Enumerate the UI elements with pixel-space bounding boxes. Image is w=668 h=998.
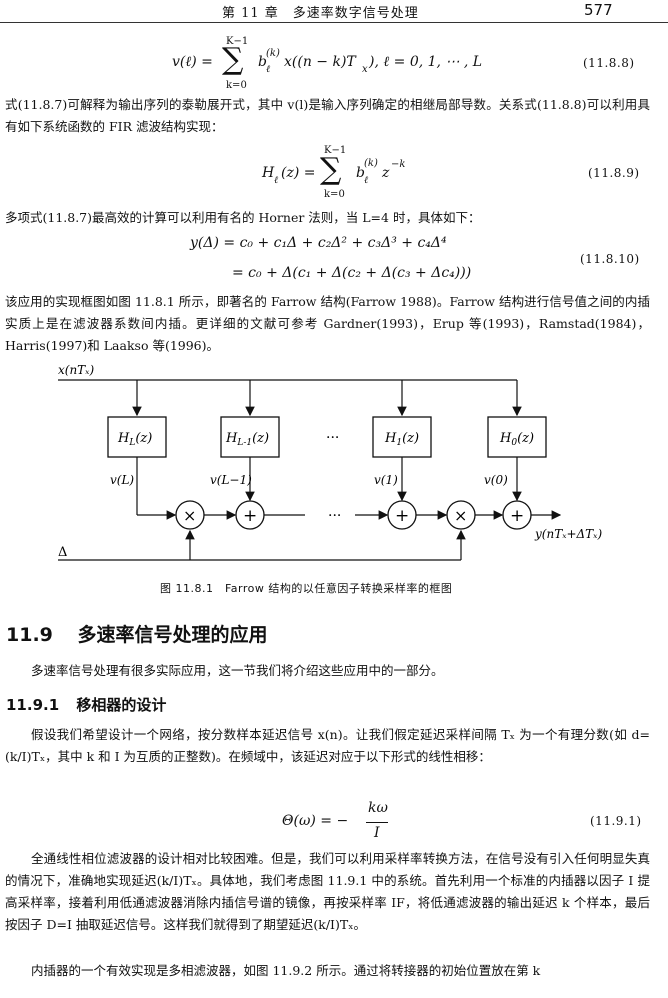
eq-lhs: Θ(ω) = − — [282, 813, 349, 829]
paragraph: 式(11.8.7)可解释为输出序列的泰勒展开式，其中 v(l)是输入序列确定的相… — [5, 97, 650, 134]
eq-lhs: v(ℓ) = — [172, 54, 213, 70]
section-heading: 11.9 多速率信号处理的应用 — [6, 620, 268, 647]
sum-symbol: ∑ — [320, 152, 342, 187]
ellipsis: ··· — [328, 508, 341, 524]
equation-11-8-8: v(ℓ) = K−1 ∑ k=0 b (k) ℓ x((n − k)T x ),… — [172, 36, 512, 92]
equation-11-9-1: Θ(ω) = − kω I — [282, 800, 402, 846]
sum-upper: K−1 — [226, 36, 249, 47]
sum-lower: k=0 — [226, 80, 247, 91]
output-label: v(L) — [110, 473, 134, 487]
eq-tail: x((n − k)T — [284, 54, 356, 70]
fraction-numerator: kω — [368, 800, 388, 816]
multiply-symbol: × — [454, 506, 467, 525]
equation-11-8-10-line1: y(Δ) = c₀ + c₁Δ + c₂Δ² + c₃Δ³ + c₄Δ⁴ — [190, 235, 447, 251]
output-signal-label: y(nTₓ+ΔTₓ) — [534, 527, 602, 541]
add-symbol: + — [243, 506, 257, 526]
section-title: 多速率信号处理的应用 — [77, 624, 268, 646]
section-number: 11.9 — [6, 624, 53, 646]
coef-sub: ℓ — [266, 64, 271, 75]
paragraph: 多项式(11.8.7)最高效的计算可以利用有名的 Horner 法则，当 L=4… — [5, 210, 481, 225]
coef: b — [258, 54, 267, 70]
eq-tail-sup: −k — [391, 159, 406, 170]
equation-11-8-9: H ℓ (z) = K−1 ∑ k=0 b (k) ℓ z −k — [262, 143, 462, 200]
fraction-denominator: I — [374, 825, 380, 841]
block-label: HL(z) — [117, 431, 152, 448]
subsection-heading: 11.9.1 移相器的设计 — [6, 694, 166, 715]
ellipsis: ··· — [326, 430, 339, 446]
sum-symbol: ∑ — [222, 42, 244, 77]
equation-number: (11.8.8) — [583, 56, 635, 70]
coef-sup: (k) — [266, 48, 280, 59]
sum-lower: k=0 — [324, 189, 345, 200]
add-symbol: + — [395, 506, 409, 526]
output-label: v(0) — [484, 473, 508, 487]
paragraph: 内插器的一个有效实现是多相滤波器，如图 11.9.2 所示。通过将转接器的初始位… — [31, 963, 541, 978]
page-number: 577 — [584, 1, 613, 19]
coef-sub: ℓ — [364, 175, 369, 186]
eq-lhs: H — [262, 165, 275, 181]
input-label: x(nTₓ) — [58, 363, 94, 377]
paragraph: 全通线性相位滤波器的设计相对比较困难。但是，我们可以利用采样率转换方法，在信号没… — [5, 851, 650, 932]
coef-sup: (k) — [364, 158, 378, 169]
equation-number: (11.8.9) — [588, 166, 640, 180]
block-label: HL-1(z) — [225, 431, 269, 448]
subsection-title: 移相器的设计 — [76, 696, 167, 714]
paragraph: 多速率信号处理有很多实际应用，这一节我们将介绍这些应用中的一部分。 — [31, 663, 444, 678]
output-label: v(1) — [374, 473, 398, 487]
block-label: H1(z) — [384, 431, 419, 448]
eq-tail: z — [382, 165, 390, 181]
delta-label: Δ — [58, 545, 67, 560]
equation-number: (11.9.1) — [590, 814, 642, 828]
eq-lhs-sub: ℓ — [274, 175, 279, 186]
fraction-bar — [366, 822, 388, 823]
add-symbol: + — [510, 506, 524, 526]
eq-tail-end: ), ℓ = 0, 1, ⋯ , L — [369, 54, 483, 70]
subsection-number: 11.9.1 — [6, 696, 60, 714]
farrow-block-diagram: x(nTₓ) HL(z) HL-1(z) H1(z) H0(z) v(L) v(… — [58, 363, 602, 561]
header-rule — [0, 22, 668, 23]
output-label: v(L−1) — [210, 473, 252, 487]
equation-11-8-10-line2: = c₀ + Δ(c₁ + Δ(c₂ + Δ(c₃ + Δc₄))) — [232, 265, 472, 281]
sum-upper: K−1 — [324, 145, 347, 156]
figure-caption: 图 11.8.1 Farrow 结构的以任意因子转换采样率的框图 — [160, 582, 453, 595]
eq-lhs-end: (z) = — [281, 165, 316, 181]
coef: b — [356, 165, 365, 181]
chapter-title: 第 11 章 多速率数字信号处理 — [222, 6, 419, 21]
paragraph: 该应用的实现框图如图 11.8.1 所示，即著名的 Farrow 结构(Farr… — [5, 294, 650, 353]
eq-tail-sub: x — [362, 64, 368, 75]
paragraph: 假设我们希望设计一个网络，按分数样本延迟信号 x(n)。让我们假定延迟采样间隔 … — [5, 727, 650, 764]
block-label: H0(z) — [499, 431, 534, 448]
equation-number: (11.8.10) — [580, 252, 640, 266]
multiply-symbol: × — [183, 506, 196, 525]
